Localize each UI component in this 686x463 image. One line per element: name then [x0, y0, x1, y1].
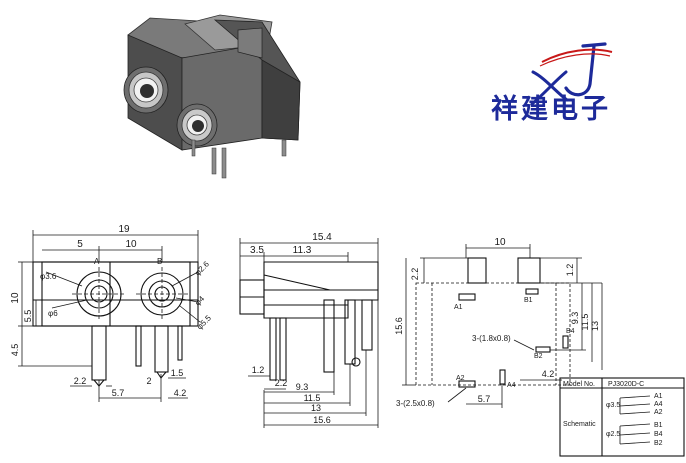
front-dim-pin-c: 1.5	[171, 368, 184, 378]
bottom-label-b4: B4	[566, 328, 575, 335]
front-dim-pin-d: 4.2	[174, 388, 187, 398]
bottom-dim-d1: 9.3	[570, 312, 580, 325]
side-dim-step: 1.2	[252, 365, 265, 375]
front-label-a: A	[94, 257, 100, 266]
spec-model-value: PJ3020D-C	[608, 381, 644, 388]
bottom-dim-d3: 13	[590, 321, 600, 331]
bottom-dim-top-right: 1.2	[565, 264, 575, 277]
front-dim-left: 5	[77, 239, 83, 250]
bottom-label-b1: B1	[524, 297, 533, 304]
bottom-dim-offset: 4.2	[542, 369, 555, 379]
front-dim-pin-width: 2.2	[74, 376, 87, 386]
spec-schematic-label: Schematic	[563, 421, 596, 428]
spec-table: Model No. PJ3020D-C Schematic φ3.5 A1 A4…	[559, 377, 685, 457]
bottom-label-b2: B2	[534, 353, 543, 360]
front-dia-1: φ3.6	[40, 272, 57, 281]
front-dim-pin-gap: 5.7	[112, 388, 125, 398]
bottom-dim-height: 15.6	[394, 317, 404, 335]
bottom-hole-large: 3-(2.5x0.8)	[396, 399, 435, 408]
front-dia-4: φ4	[193, 294, 207, 308]
spec-size-b: φ2.5	[606, 431, 620, 438]
product-render	[123, 14, 301, 179]
side-dim-p4: 15.6	[313, 415, 331, 425]
side-view: 15.4 3.5 11.3 1.2 2.2 9.3 11.5 13 15.6	[239, 232, 379, 428]
spec-pin-b4: B4	[654, 431, 663, 438]
front-dia-2: φ6	[48, 309, 58, 318]
front-view: 19 5 10 A B 10 5.5 4.5 2.2 5.7 2 1.5	[10, 224, 213, 402]
side-dim-p1: 9.3	[296, 382, 309, 392]
side-dim-total: 15.4	[312, 232, 332, 243]
side-dim-p2: 11.5	[304, 393, 321, 403]
front-dim-pitch: 10	[125, 239, 137, 250]
front-dim-width: 19	[118, 224, 130, 235]
bottom-dim-pin-gap: 5.7	[478, 394, 491, 404]
logo-swoosh	[541, 48, 613, 63]
spec-pin-a4: A4	[654, 401, 663, 408]
spec-size-a: φ3.5	[606, 402, 620, 409]
spec-pin-b2: B2	[654, 440, 663, 447]
front-label-b: B	[157, 257, 162, 266]
bottom-hole-small: 3-(1.8x0.8)	[472, 334, 511, 343]
spec-model-label: Model No.	[563, 381, 595, 388]
bottom-label-a2: A2	[456, 375, 465, 382]
bottom-label-a4: A4	[507, 382, 516, 389]
bottom-dim-pitch: 10	[494, 237, 506, 248]
side-dim-p3: 13	[311, 403, 321, 413]
brand-logo: XJ 祥建电子	[0, 0, 613, 124]
bottom-dim-d2: 11.5	[580, 314, 590, 331]
spec-pin-a2: A2	[654, 409, 663, 416]
front-dim-height: 10	[10, 292, 21, 304]
bottom-label-a1: A1	[454, 304, 463, 311]
front-dim-pin-b: 2	[146, 376, 151, 386]
side-dim-pin-width: 2.2	[275, 378, 288, 388]
side-dim-body: 11.3	[293, 245, 312, 256]
logo-x-mark	[530, 70, 569, 106]
spec-pin-b1: B1	[654, 422, 663, 429]
logo-letters: XJ	[0, 0, 2, 1]
spec-pin-a1: A1	[654, 393, 663, 400]
logo-j-mark	[564, 42, 607, 97]
side-dim-nose: 3.5	[250, 245, 264, 256]
front-dim-pin-length: 4.5	[10, 344, 20, 357]
front-dim-lower: 5.5	[23, 310, 33, 323]
bottom-view: A1 B1 B4 B2 A2 A4 3-(1.8x0.8) 3-(2.5x0.8…	[394, 237, 603, 408]
bottom-dim-top: 2.2	[410, 268, 420, 281]
company-name: 祥建电子	[491, 93, 611, 124]
